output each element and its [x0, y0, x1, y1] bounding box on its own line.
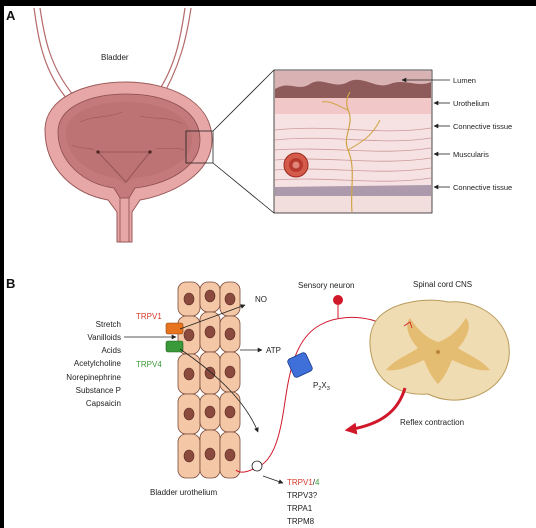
- zoom-line-bottom: [213, 163, 274, 213]
- top-frame: [0, 0, 536, 6]
- layer-label-2: Connective tissue: [453, 122, 512, 131]
- no-label: NO: [255, 295, 267, 304]
- stimuli-list: Stretch Vanilloids Acids Acetylcholine N…: [66, 320, 121, 408]
- spinal-cord: [370, 300, 509, 400]
- layer-label-1: Urothelium: [453, 99, 489, 108]
- urothelium-label: Bladder urothelium: [150, 488, 217, 497]
- spinal-cord-label: Spinal cord CNS: [413, 280, 472, 289]
- channel-list-item-0: TRPV3?: [287, 491, 318, 500]
- p2x3-receptor: [287, 352, 314, 379]
- layer-label-0: Lumen: [453, 76, 476, 85]
- stimulus-1: Vanilloids: [87, 333, 121, 342]
- atp-label: ATP: [266, 346, 281, 355]
- bladder-label: Bladder: [101, 53, 129, 62]
- stimulus-0: Stretch: [96, 320, 121, 329]
- stimulus-2: Acids: [101, 346, 121, 355]
- channel-list-item-2: TRPM8: [287, 517, 315, 526]
- stimulus-4: Norepinephrine: [66, 373, 121, 382]
- tissue-section: [274, 70, 432, 213]
- channel-list-item-1: TRPA1: [287, 504, 313, 513]
- channel-list-first: TRPV1/4: [287, 478, 320, 487]
- reflex-arrow: [347, 388, 405, 430]
- panel-b-letter: B: [6, 276, 15, 291]
- nerve-terminal-circle: [252, 461, 262, 471]
- p2x3-label: P2X3: [313, 381, 330, 392]
- left-frame: [0, 0, 4, 528]
- layer-label-3: Muscularis: [453, 150, 489, 159]
- stimulus-3: Acetylcholine: [74, 359, 122, 368]
- sensory-neuron-body: [333, 295, 343, 305]
- panel-a-letter: A: [6, 8, 16, 23]
- stimulus-6: Capsaicin: [86, 399, 121, 408]
- zoom-line-top: [213, 70, 274, 131]
- sensory-neuron-label: Sensory neuron: [298, 281, 354, 290]
- trpv4-channel: [166, 341, 183, 352]
- stimulus-5: Substance P: [76, 386, 121, 395]
- bladder: [45, 82, 212, 242]
- channels-list-arrow: [263, 476, 283, 483]
- layer-label-4: Connective tissue: [453, 183, 512, 192]
- trpv1-label: TRPV1: [136, 312, 162, 321]
- trpv4-label: TRPV4: [136, 360, 162, 369]
- reflex-label: Reflex contraction: [400, 418, 464, 427]
